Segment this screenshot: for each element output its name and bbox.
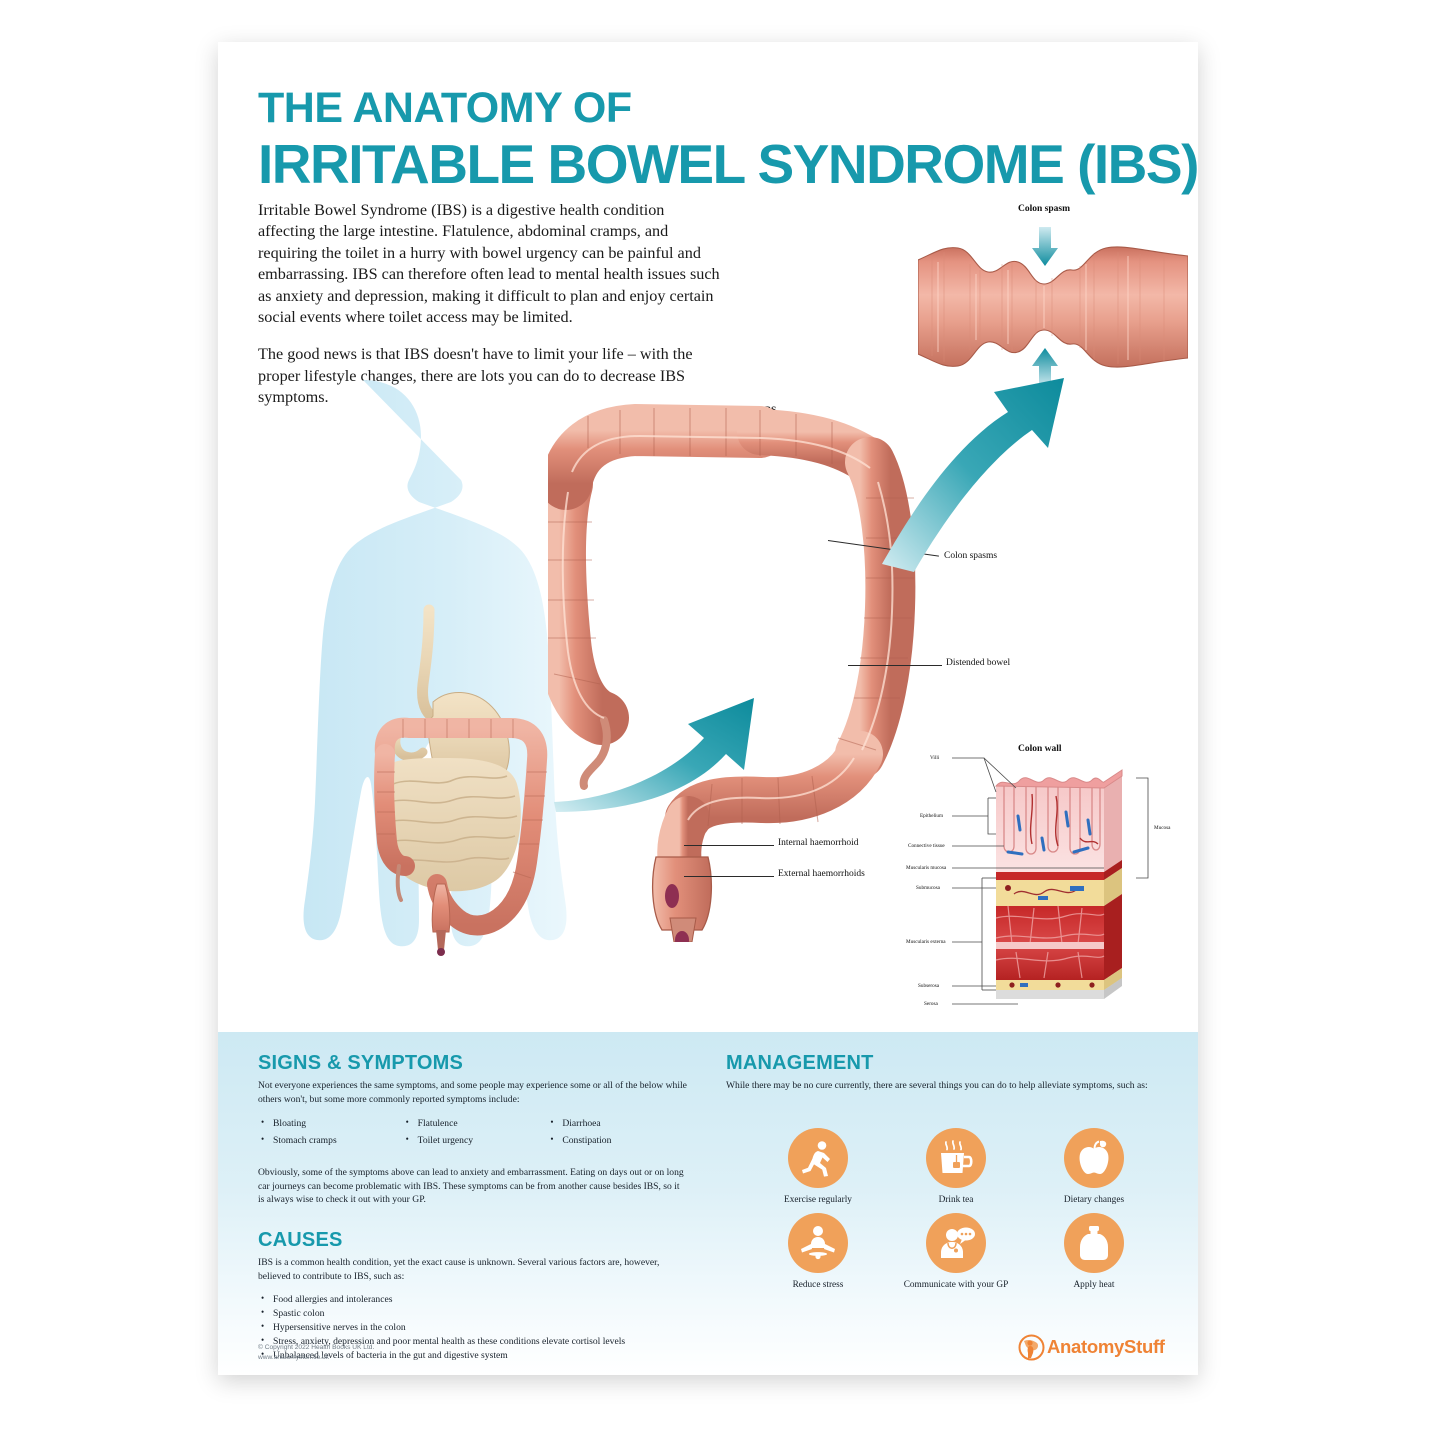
list-item: Toilet urgency xyxy=(403,1133,544,1148)
list-item: Stress, anxiety, depression and poor men… xyxy=(258,1334,688,1349)
wall-label-serosa: Serosa xyxy=(924,1001,938,1007)
copyright-notice: © Copyright 2022 Health Books UK Ltd. ww… xyxy=(258,1343,374,1363)
list-item: Flatulence xyxy=(403,1116,544,1131)
list-item: Constipation xyxy=(547,1133,688,1148)
copyright-line-2: www.anatomystuff.co.uk xyxy=(258,1353,329,1361)
management-icon-grid: Exercise regularly xyxy=(754,1128,1158,1297)
causes-intro: IBS is a common health condition, yet th… xyxy=(258,1257,660,1283)
wall-label-subserosa: Subserosa xyxy=(918,983,940,989)
list-item: Unbalanced levels of bacteria in the gut… xyxy=(258,1348,688,1363)
wall-label-connective-tissue: Connective tissue xyxy=(908,843,945,849)
page-title-line2: IRRITABLE BOWEL SYNDROME (IBS) xyxy=(258,133,1198,195)
management-label: Apply heat xyxy=(1073,1279,1115,1290)
colon-wall-label: Colon wall xyxy=(1018,744,1062,754)
apple-icon xyxy=(1064,1128,1124,1188)
hot-water-bottle-icon xyxy=(1064,1212,1124,1273)
internal-haemorrhoid-marker xyxy=(665,884,679,908)
page-title-line1: THE ANATOMY OF xyxy=(258,84,632,132)
human-body-illustration xyxy=(273,372,743,972)
appendix xyxy=(395,864,403,902)
leader-line-external-haemorrhoids xyxy=(684,876,774,877)
causes-list: Food allergies and intolerances Spastic … xyxy=(258,1292,688,1363)
colon-spasm-label: Colon spasm xyxy=(1018,204,1070,214)
wall-label-mucosa: Mucosa xyxy=(1154,825,1171,831)
distended-bowel-label: Distended bowel xyxy=(946,658,1011,668)
copyright-line-1: © Copyright 2022 Health Books UK Ltd. xyxy=(258,1344,375,1351)
causes-heading: CAUSES xyxy=(258,1229,343,1252)
management-label: Dietary changes xyxy=(1063,1195,1125,1205)
management-item-diet: Dietary changes xyxy=(1030,1128,1158,1207)
management-item-gp: Communicate with your GP xyxy=(892,1212,1020,1292)
wall-label-submucosa: Submucosa xyxy=(916,885,940,891)
signs-intro: Not everyone experiences the same sympto… xyxy=(258,1080,687,1105)
management-item-heat: Apply heat xyxy=(1030,1212,1158,1292)
leader-line-distended-bowel xyxy=(848,665,942,666)
running-person-icon xyxy=(788,1128,848,1188)
wall-label-villi: Villi xyxy=(930,755,940,761)
management-label: Drink tea xyxy=(938,1195,974,1205)
globe-figure-icon xyxy=(1018,1334,1045,1360)
intro-paragraph-1: Irritable Bowel Syndrome (IBS) is a dige… xyxy=(258,201,720,326)
body-silhouette xyxy=(303,380,567,947)
right-column: MANAGEMENT While there may be no cure cu… xyxy=(726,1052,1158,1290)
management-item-stress: Reduce stress xyxy=(754,1212,882,1292)
list-item: Diarrhoea xyxy=(547,1116,688,1131)
list-item: Food allergies and intolerances xyxy=(258,1292,688,1307)
wall-label-muscularis-mucosa: Muscularis mucosa xyxy=(906,865,947,871)
spasm-arrow-down xyxy=(1032,227,1058,266)
tea-mug-icon xyxy=(926,1128,986,1188)
arrow-body-to-colon xyxy=(554,698,754,812)
list-item: Hypersensitive nerves in the colon xyxy=(258,1320,688,1335)
large-colon-illustration xyxy=(532,402,968,949)
doctor-speech-icon xyxy=(926,1212,986,1273)
meditation-icon xyxy=(788,1212,848,1273)
list-item: Bloating xyxy=(258,1116,399,1131)
rectum-large xyxy=(652,856,712,931)
symptoms-list: Bloating Flatulence Diarrhoea Stomach cr… xyxy=(258,1116,688,1148)
logo-text: AnatomyStuff xyxy=(1047,1336,1165,1357)
wall-label-epithelium: Epithelium xyxy=(920,813,944,819)
anatomystuff-logo[interactable]: AnatomyStuff xyxy=(1018,1332,1166,1362)
large-intestine xyxy=(374,717,548,936)
external-haemorrhoids-label: External haemorrhoids xyxy=(778,869,865,879)
management-heading: MANAGEMENT xyxy=(726,1052,874,1074)
management-item-tea: Drink tea xyxy=(892,1128,1020,1207)
management-item-exercise: Exercise regularly xyxy=(754,1128,882,1207)
left-column: SIGNS & SYMPTOMS Not everyone experience… xyxy=(258,1052,688,1363)
signs-outro: Obviously, some of the symptoms above ca… xyxy=(258,1166,684,1206)
management-row-1: Exercise regularly xyxy=(754,1128,1158,1207)
information-panel: SIGNS & SYMPTOMS Not everyone experience… xyxy=(218,1032,1198,1375)
list-item: Spastic colon xyxy=(258,1306,688,1321)
management-row-2: Reduce stress xyxy=(754,1212,1158,1292)
signs-heading: SIGNS & SYMPTOMS xyxy=(258,1052,464,1074)
poster-page: THE ANATOMY OF IRRITABLE BOWEL SYNDROME … xyxy=(218,42,1198,1375)
internal-haemorrhoid-label: Internal haemorrhoid xyxy=(778,838,859,848)
colon-spasm-illustration xyxy=(917,222,1189,392)
management-label: Communicate with your GP xyxy=(903,1279,1009,1290)
management-intro: While there may be no cure currently, th… xyxy=(726,1080,1148,1091)
anus xyxy=(436,930,446,950)
arrow-colon-to-spasm xyxy=(882,378,1064,572)
list-item: Stomach cramps xyxy=(258,1133,399,1148)
colon-wall-illustration xyxy=(908,742,1168,1007)
management-label: Reduce stress xyxy=(792,1279,844,1290)
leader-line-internal-haemorrhoid xyxy=(684,845,774,846)
wall-label-muscularis-externa: Muscularis externa xyxy=(906,939,946,945)
rectum xyxy=(431,883,451,933)
spasm-arrow-up xyxy=(1032,348,1058,387)
appendix-large xyxy=(579,716,611,790)
colon-spasms-label: Colon spasms xyxy=(944,551,998,561)
management-label: Exercise regularly xyxy=(784,1195,852,1205)
